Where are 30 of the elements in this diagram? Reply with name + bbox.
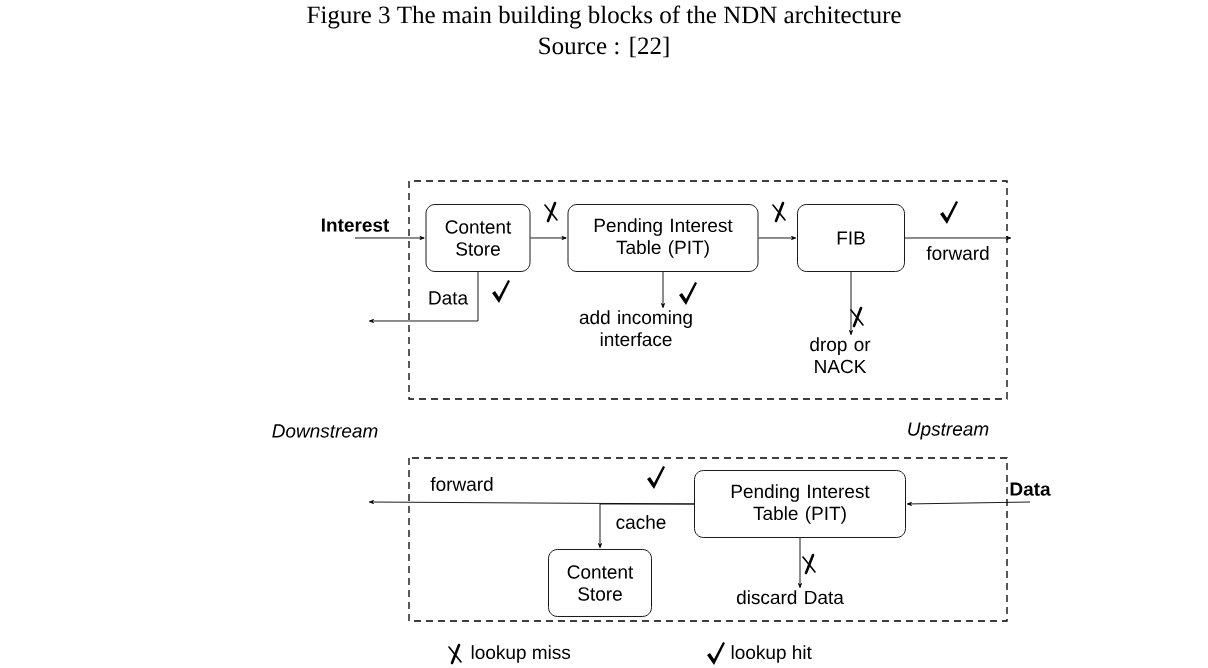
arrow xyxy=(758,236,797,240)
text-label: drop or NACK xyxy=(810,337,871,374)
text-label: Data xyxy=(1010,482,1051,496)
arrow xyxy=(904,236,1012,240)
arrow xyxy=(661,271,665,309)
legend-label: lookup miss xyxy=(471,645,571,663)
arrow xyxy=(354,236,425,240)
edge-label: forward xyxy=(429,476,495,492)
edge-label: forward xyxy=(925,245,991,261)
arrow xyxy=(530,236,567,240)
edge-label: Data xyxy=(426,290,470,306)
arrow xyxy=(798,537,802,589)
source-note: Source : [22] xyxy=(539,36,669,58)
text-label: discard Data xyxy=(736,590,844,605)
direction-label: Upstream xyxy=(908,422,989,440)
arrow xyxy=(849,271,853,336)
process-box: Content Store xyxy=(548,549,652,617)
process-box: Content Store xyxy=(425,204,531,272)
arrow xyxy=(906,501,1031,506)
legend-label: lookup hit xyxy=(731,645,812,663)
edge-label: cache xyxy=(614,514,668,530)
process-box: Pending Interest Table (PIT) xyxy=(694,470,906,538)
direction-label: Downstream xyxy=(272,424,378,438)
process-box: FIB xyxy=(797,204,905,272)
arrow xyxy=(368,271,479,323)
text-label: Interest xyxy=(321,218,390,232)
arrow xyxy=(598,503,695,549)
process-box: Pending Interest Table (PIT) xyxy=(567,204,759,272)
text-label: add incoming interface xyxy=(579,310,692,347)
figure-title: Figure 3 The main building blocks of the NDN architecture xyxy=(307,5,901,29)
